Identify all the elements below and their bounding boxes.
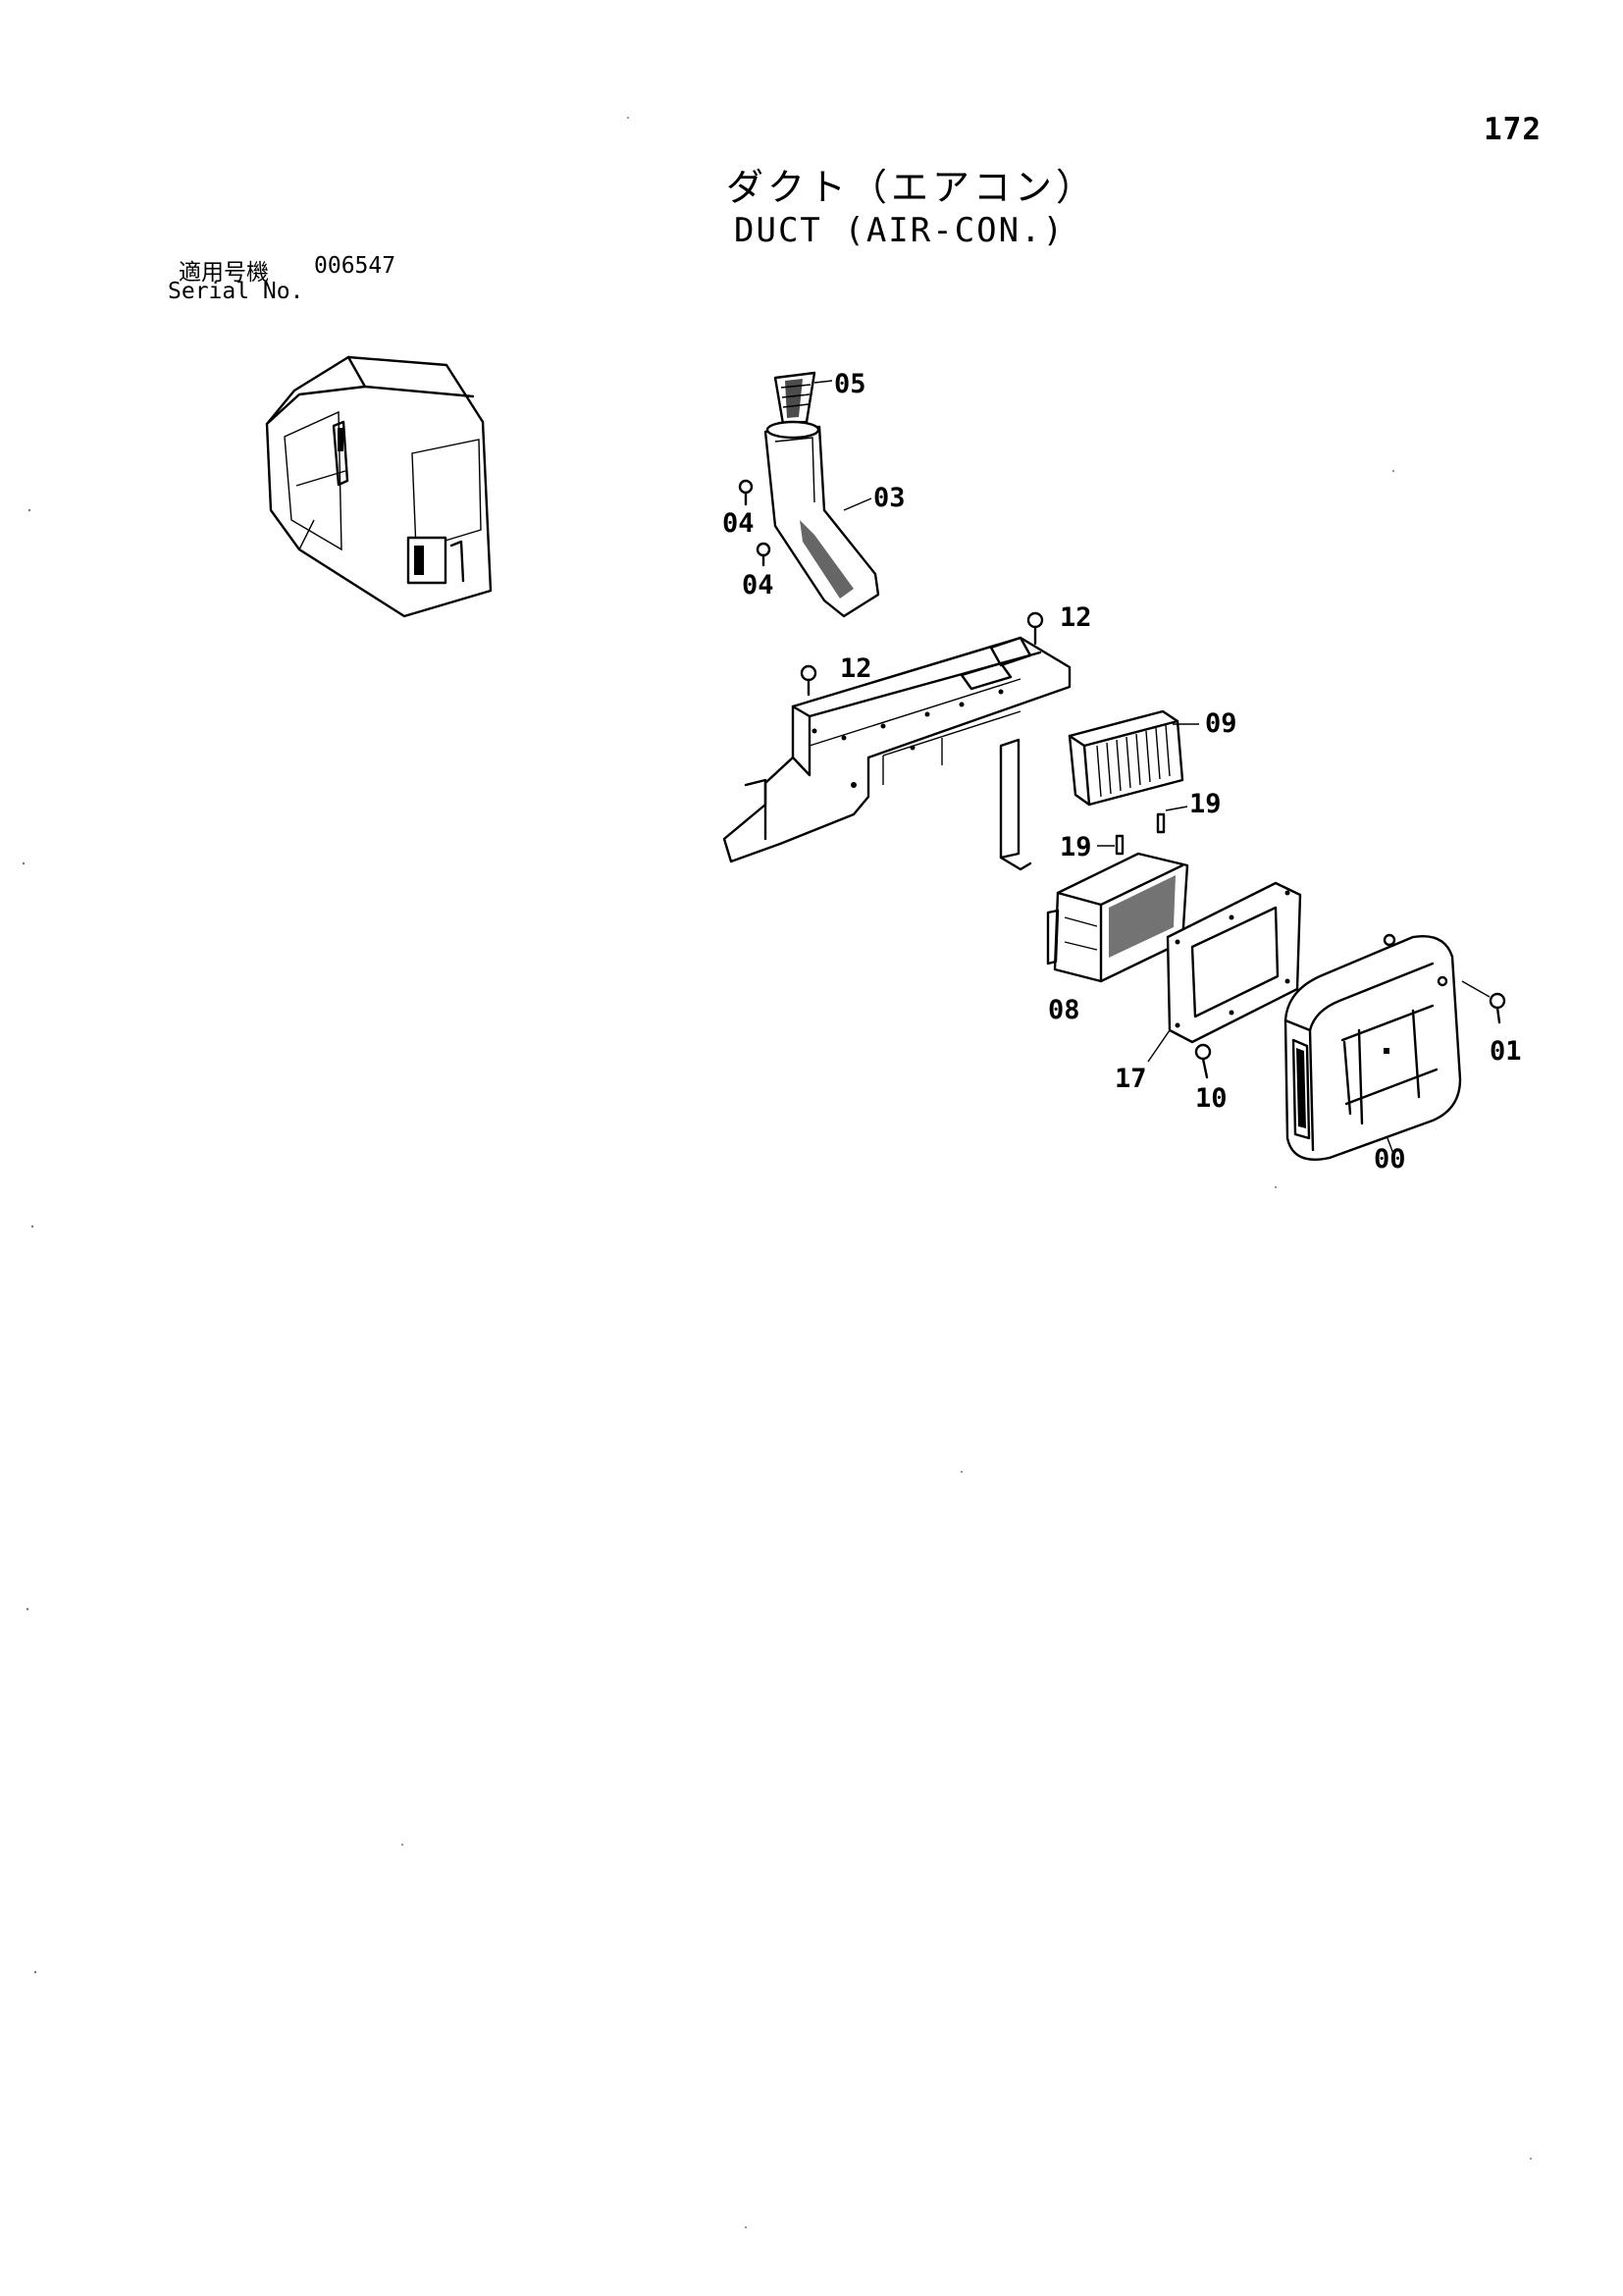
callout-19-left: 19 (1060, 832, 1092, 862)
part-17-gasket (1147, 881, 1302, 1063)
callout-08: 08 (1048, 995, 1080, 1025)
part-04-screws (738, 479, 771, 567)
serial-label-english: Serial No. (168, 279, 304, 304)
callout-12-left: 12 (840, 653, 872, 684)
part-09-filter (1068, 709, 1199, 807)
serial-number-value: 006547 (314, 253, 396, 279)
part-12-bolts (800, 611, 1044, 697)
part-08-housing (1046, 852, 1189, 983)
title-japanese: ダクト（エアコン） (726, 166, 1098, 209)
callout-04-lower: 04 (742, 570, 774, 600)
part-03-duct (763, 420, 880, 618)
callout-10: 10 (1195, 1083, 1228, 1114)
callout-03: 03 (873, 483, 906, 513)
callout-01: 01 (1490, 1036, 1522, 1067)
serial-label-japanese: 適用号機 (179, 260, 269, 286)
part-10-bolt (1194, 1043, 1212, 1079)
callout-12-right: 12 (1060, 602, 1092, 633)
cab-key-view (265, 355, 493, 618)
part-01-bolt (1461, 980, 1506, 1024)
callout-00: 00 (1374, 1144, 1406, 1174)
callout-04-upper: 04 (722, 508, 755, 539)
callout-19-right: 19 (1189, 789, 1222, 819)
part-19-pins (1097, 806, 1188, 856)
title-english: DUCT (AIR-CON.) (734, 211, 1066, 250)
callout-09: 09 (1205, 708, 1237, 739)
scan-speckles (22, 117, 1532, 2228)
page-number: 172 (1484, 112, 1542, 147)
part-00-cover (1283, 933, 1462, 1161)
callout-17: 17 (1115, 1064, 1147, 1094)
bracket-frame (722, 636, 1072, 871)
callout-05: 05 (834, 369, 866, 399)
part-05-cap (773, 371, 833, 426)
